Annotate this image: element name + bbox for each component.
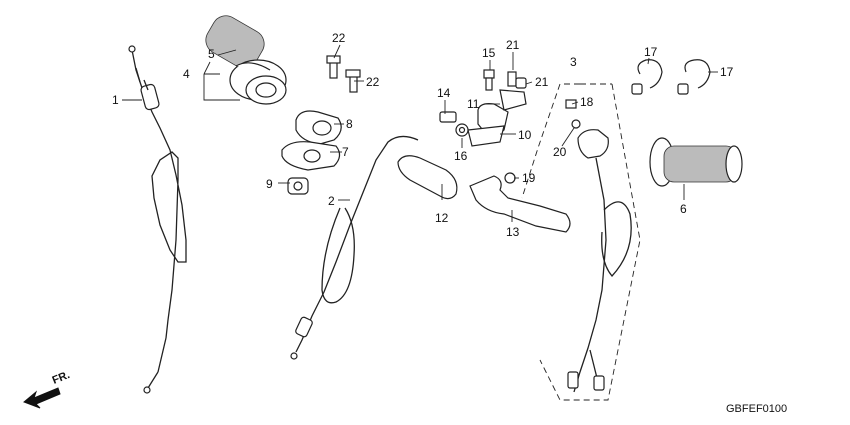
engine-stop-switch-harness	[521, 83, 641, 401]
callout-18: 18	[580, 95, 594, 109]
leader-lines	[122, 44, 718, 222]
callout-19: 19	[522, 171, 536, 185]
nut-21-b	[515, 77, 527, 89]
front-direction-indicator: FR.	[23, 369, 72, 409]
callout-17-left: 17	[644, 45, 658, 59]
callout-10: 10	[518, 128, 532, 142]
callout-6: 6	[680, 202, 687, 216]
lever-cover-12	[397, 155, 458, 200]
front-arrow-icon	[23, 387, 61, 409]
band-17-right	[677, 59, 711, 95]
callout-21-top: 21	[506, 38, 520, 52]
callout-11: 11	[467, 97, 480, 111]
screw-22-upper	[326, 55, 341, 79]
callout-13: 13	[506, 225, 520, 239]
callout-21-right: 21	[535, 75, 549, 89]
bracket-clamp-11	[499, 89, 527, 111]
clutch-lever-13	[469, 175, 571, 233]
throttle-cable	[128, 45, 187, 394]
washer-16	[455, 123, 469, 137]
callout-4: 4	[183, 67, 190, 81]
diagram-code: GBFEF0100	[726, 403, 787, 415]
callout-9: 9	[266, 177, 273, 191]
lever-bracket-10	[467, 103, 509, 147]
callout-1: 1	[112, 93, 119, 107]
clutch-cable	[290, 135, 419, 360]
callout-16: 16	[454, 149, 468, 163]
screw-22-lower	[345, 69, 361, 93]
front-label: FR.	[51, 369, 72, 387]
callout-14: 14	[437, 86, 451, 100]
callout-22-top: 22	[332, 31, 346, 45]
callout-15: 15	[482, 46, 496, 60]
handlebar-grip-6	[649, 137, 743, 187]
throttle-housing-lower	[281, 141, 341, 171]
callout-22-right: 22	[366, 75, 380, 89]
nut-19	[504, 172, 516, 184]
callout-12: 12	[435, 211, 449, 225]
band-17-left	[631, 59, 663, 95]
callout-17-right: 17	[720, 65, 734, 79]
callout-7: 7	[342, 145, 349, 159]
screw-21-a	[507, 71, 517, 87]
bolt-14	[439, 111, 457, 123]
adjuster-part-9	[287, 177, 309, 195]
throttle-grip-assembly	[205, 15, 287, 105]
callout-3: 3	[570, 55, 577, 69]
bolt-15	[483, 69, 495, 91]
callout-8: 8	[346, 117, 353, 131]
callout-labels: 1 2 3 4 5 6 7 8 9 10 11 12 13 14 15 16 1…	[112, 31, 734, 239]
callout-20: 20	[553, 145, 567, 159]
callout-2: 2	[328, 194, 335, 208]
callout-5: 5	[208, 47, 215, 61]
throttle-housing-upper	[295, 110, 342, 145]
